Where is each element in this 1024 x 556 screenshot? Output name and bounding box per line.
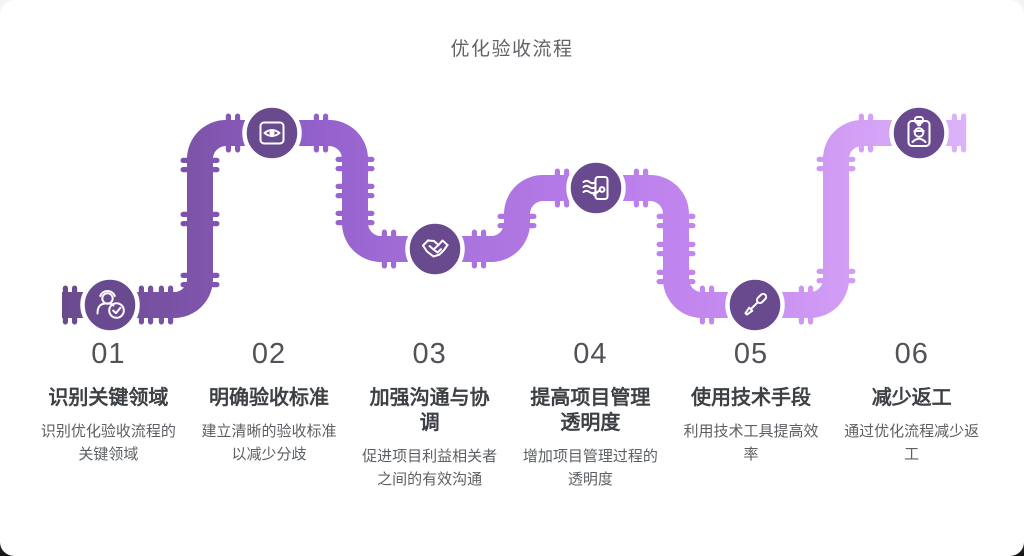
step-column-1: 01 识别关键领域 识别优化验收流程的关键领域 [28, 340, 189, 491]
step-description: 通过优化流程减少返工 [844, 423, 980, 463]
step-column-4: 04 提高项目管理透明度 增加项目管理过程的透明度 [510, 340, 671, 491]
step-description: 利用技术工具提高效率 [683, 423, 819, 463]
step-column-3: 03 加强沟通与协调 促进项目利益相关者之间的有效沟通 [349, 340, 510, 491]
step-title: 减少返工 [871, 387, 952, 409]
step-column-2: 02 明确验收标准 建立清晰的验收标准以减少分歧 [189, 340, 350, 491]
step-column-5: 05 使用技术手段 利用技术工具提高效率 [671, 340, 832, 491]
step-column-6: 06 减少返工 通过优化流程减少返工 [831, 340, 992, 491]
step-node-6 [889, 103, 949, 163]
step-number: 06 [894, 338, 929, 370]
step-title: 使用技术手段 [691, 387, 812, 409]
step-number: 04 [573, 338, 608, 370]
user-check-icon [96, 290, 125, 319]
steps-row: 01 识别关键领域 识别优化验收流程的关键领域 02 明确验收标准 建立清晰的验… [28, 340, 992, 491]
pipe-flanges [62, 113, 967, 325]
handshake-icon [422, 239, 449, 258]
page-title: 优化验收流程 [450, 39, 574, 60]
step-number: 05 [733, 338, 769, 370]
step-node-5 [725, 275, 785, 335]
step-number: 03 [412, 338, 447, 370]
worker-badge-icon [907, 116, 931, 147]
eye-scan-icon [259, 121, 285, 145]
step-node-1 [80, 275, 140, 335]
pipeline-diagram [62, 103, 967, 335]
step-node-3 [405, 219, 465, 279]
step-description: 识别优化验收流程的关键领域 [40, 423, 176, 463]
step-description: 促进项目利益相关者之间的有效沟通 [362, 448, 498, 488]
step-node-2 [242, 103, 302, 163]
step-node-4 [566, 158, 626, 218]
step-description: 建立清晰的验收标准以减少分歧 [201, 423, 337, 463]
step-title: 识别关键领域 [48, 387, 169, 409]
screwdriver-icon [744, 292, 768, 316]
step-title: 提高项目管理透明度 [530, 387, 651, 434]
step-number: 01 [91, 338, 126, 370]
document-flow-icon [582, 176, 609, 200]
step-description: 增加项目管理过程的透明度 [522, 448, 658, 488]
step-number: 02 [251, 338, 287, 370]
step-title: 明确验收标准 [209, 387, 329, 409]
step-title: 加强沟通与协调 [369, 387, 490, 434]
